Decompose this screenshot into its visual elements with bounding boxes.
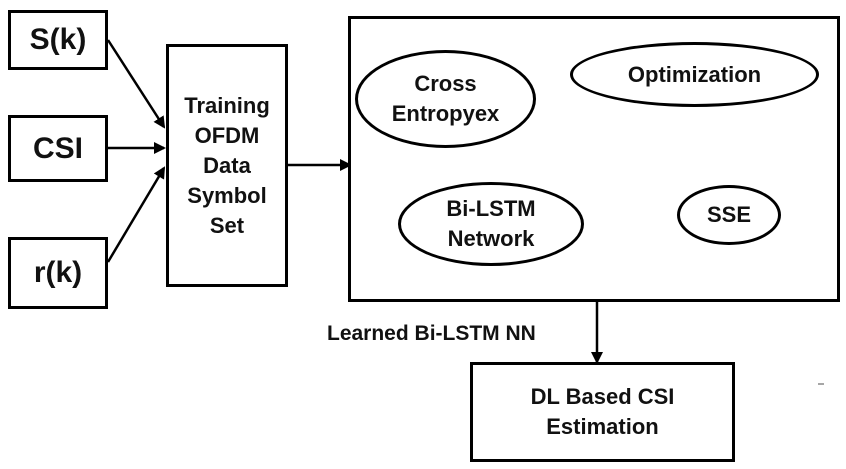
training-set-box: Training OFDM Data Symbol Set xyxy=(166,44,288,287)
cross-entropy-label: Cross Entropyex xyxy=(391,71,500,126)
input-s-box: S(k) xyxy=(8,10,108,70)
output-box: DL Based CSI Estimation xyxy=(470,362,735,462)
edge-label-learned-nn: Learned Bi-LSTM NN xyxy=(327,322,536,345)
training-set-label: Training OFDM Data Symbol Set xyxy=(184,92,270,238)
bilstm-network-ellipse: Bi-LSTM Network xyxy=(398,182,584,266)
bilstm-network-label: Bi-LSTM Network xyxy=(446,196,536,251)
sse-ellipse: SSE xyxy=(677,185,781,245)
input-r-box: r(k) xyxy=(8,237,108,309)
output-label: DL Based CSI Estimation xyxy=(530,384,675,439)
optimization-ellipse: Optimization xyxy=(570,42,819,107)
sse-label: SSE xyxy=(706,202,752,227)
input-csi-box: CSI xyxy=(8,115,108,182)
input-csi-label: CSI xyxy=(32,131,83,165)
input-s-label: S(k) xyxy=(29,23,87,56)
optimization-label: Optimization xyxy=(627,61,762,87)
arrow-s-to-training xyxy=(106,39,166,129)
arrow-r-to-training xyxy=(106,166,166,263)
cross-entropy-ellipse: Cross Entropyex xyxy=(355,50,536,148)
input-r-label: r(k) xyxy=(33,256,83,289)
